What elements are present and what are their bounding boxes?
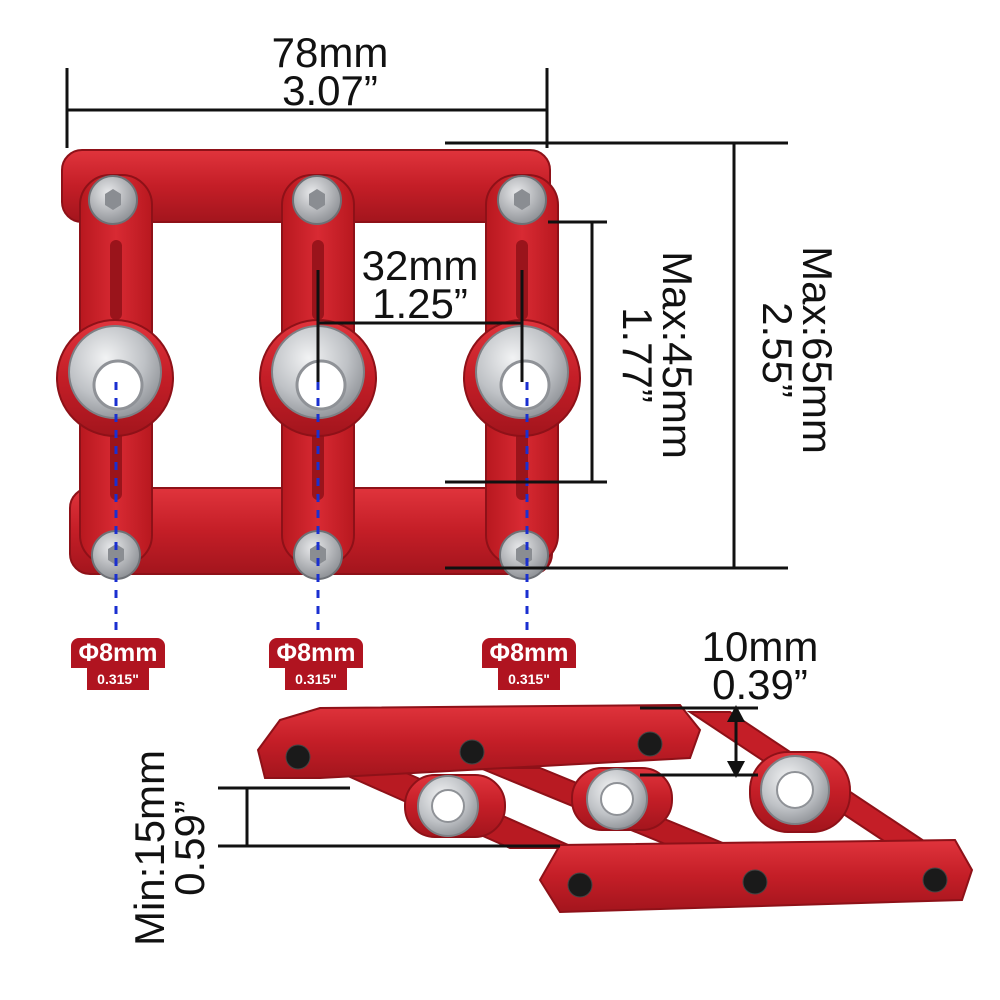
max65-in: 2.55” — [754, 302, 801, 398]
bushing-tag-right: Φ8mm 0.315" — [474, 638, 584, 690]
min15-mm: Min:15mm — [126, 749, 173, 947]
side-dimension-lines — [218, 706, 758, 848]
width-mm: 78mm — [271, 29, 389, 76]
spacing-mm: 32mm — [361, 242, 479, 289]
bushing-diameter-in: 0.315" — [498, 668, 560, 690]
bushing-left — [56, 319, 174, 437]
bushing-diameter-in: 0.315" — [87, 668, 149, 690]
min15-in: 0.59” — [166, 800, 213, 896]
bushing-tag-left: Φ8mm 0.315" — [63, 638, 173, 690]
side-screws — [285, 731, 948, 898]
spacing-label: 32mm 1.25” — [335, 242, 505, 327]
top-bolts — [88, 175, 547, 225]
max45-in: 1.77” — [614, 307, 661, 403]
width-in: 3.07” — [282, 67, 378, 114]
bushing-tag-middle: Φ8mm 0.315" — [261, 638, 371, 690]
min15-label: Min:15mm 0.59” — [120, 720, 220, 980]
thickness-mm: 10mm — [701, 623, 819, 670]
max45-mm: Max:45mm — [654, 251, 701, 459]
thickness-in: 0.39” — [712, 661, 808, 708]
bushing-diameter-mm: Φ8mm — [268, 638, 364, 668]
width-label: 78mm 3.07” — [230, 29, 430, 114]
max65-mm: Max:65mm — [794, 246, 841, 454]
top-view-jig — [56, 149, 581, 632]
max45-label: Max:45mm 1.77” — [612, 225, 702, 485]
bushing-diameter-mm: Φ8mm — [70, 638, 166, 668]
side-view-jig — [256, 703, 974, 914]
side-bushings — [404, 751, 851, 838]
bushing-diameter-in: 0.315" — [285, 668, 347, 690]
spacing-in: 1.25” — [372, 280, 468, 327]
dimension-lines — [65, 68, 788, 570]
thickness-label: 10mm 0.39” — [680, 623, 840, 708]
arrow-heads — [727, 705, 745, 778]
bushing-diameter-mm: Φ8mm — [481, 638, 577, 668]
max65-label: Max:65mm 2.55” — [752, 220, 842, 490]
center-guide-lines — [114, 382, 529, 632]
